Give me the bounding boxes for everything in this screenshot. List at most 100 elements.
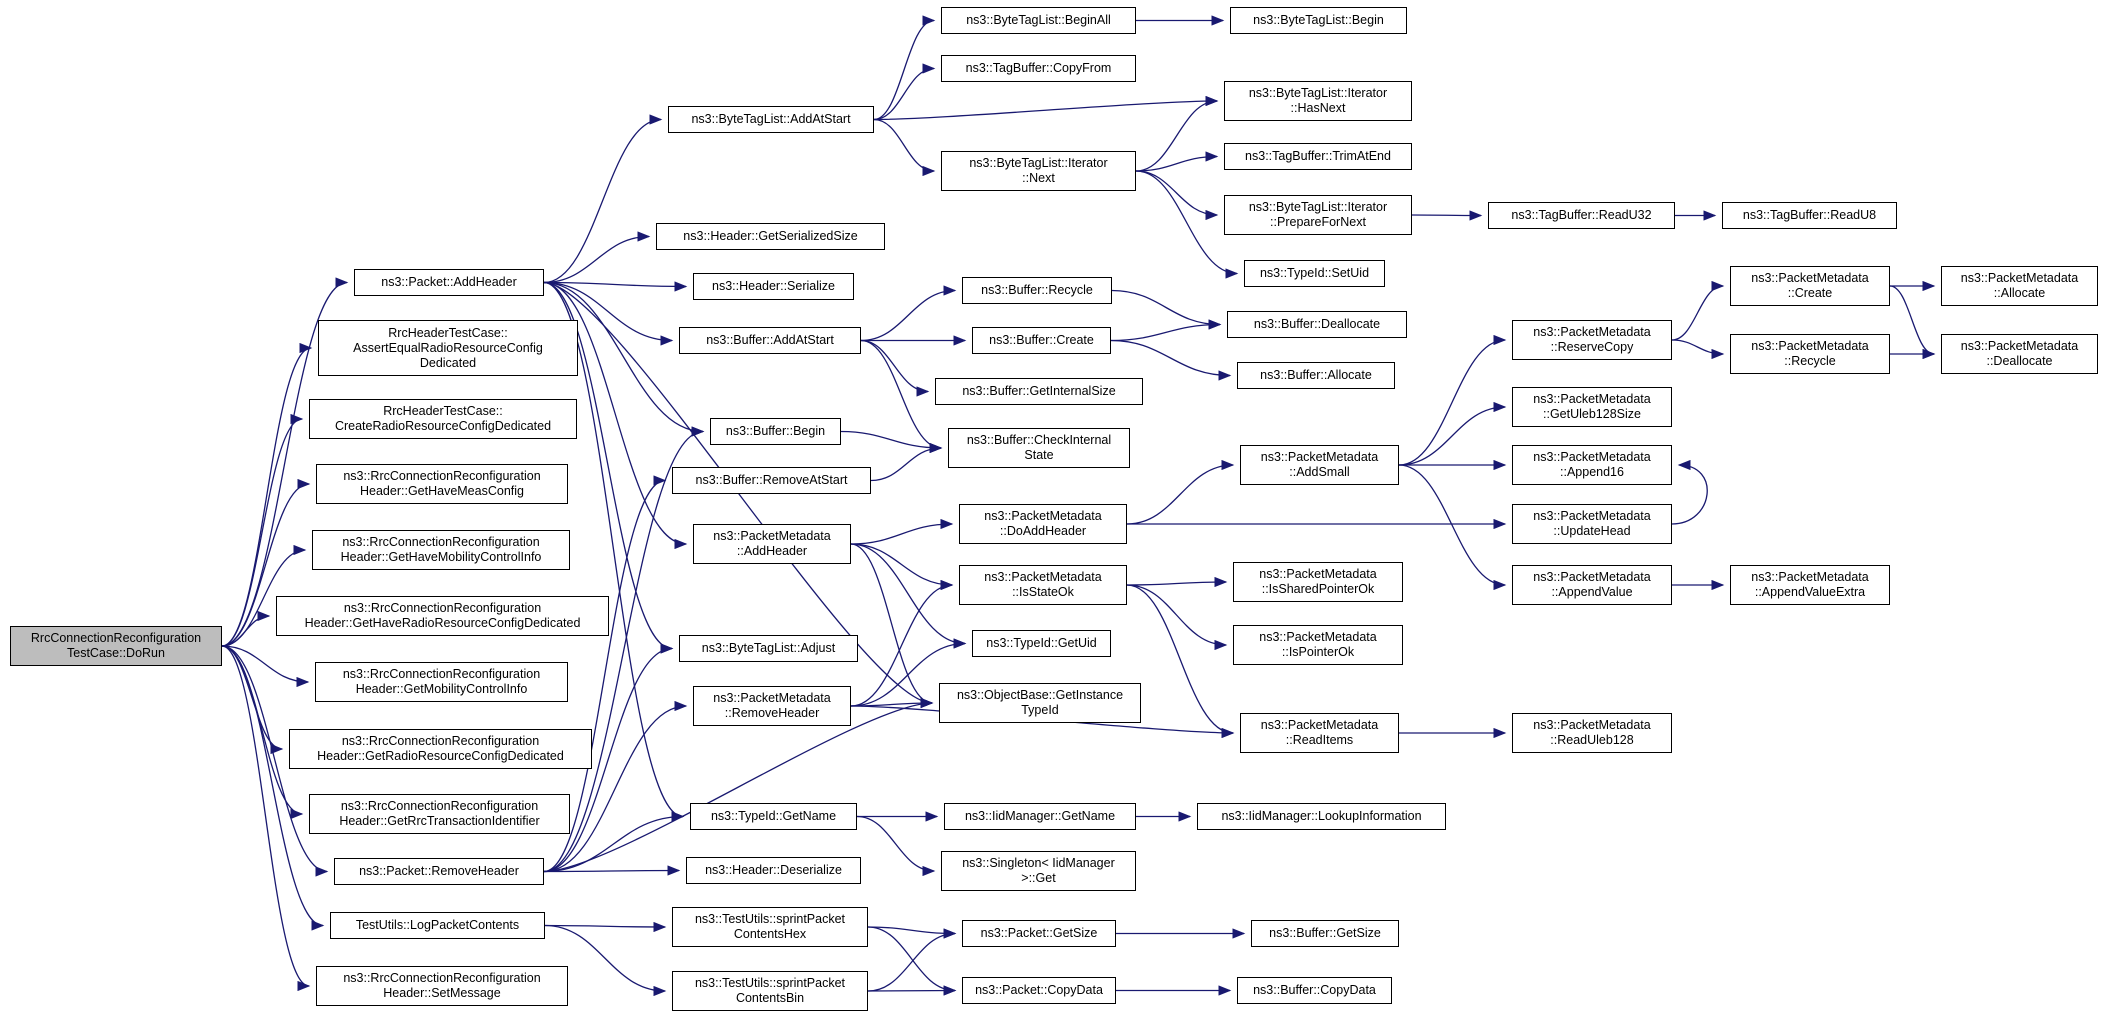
- graph-node-btl_iter_next[interactable]: ns3::ByteTagList::Iterator ::Next: [941, 151, 1136, 191]
- graph-node-packet_copydata[interactable]: ns3::Packet::CopyData: [962, 977, 1116, 1004]
- graph-node-buffer_create[interactable]: ns3::Buffer::Create: [972, 327, 1111, 354]
- graph-node-label: ns3::RrcConnectionReconfiguration Header…: [317, 734, 564, 763]
- graph-node-tagbuffer_readu8[interactable]: ns3::TagBuffer::ReadU8: [1722, 202, 1897, 229]
- call-edge-packet_addheader--btl_adjust: [543, 281, 674, 654]
- call-edge-pm_addsmall--pm_getuleb128size: [1398, 401, 1507, 466]
- graph-node-buffer_getsize[interactable]: ns3::Buffer::GetSize: [1251, 920, 1399, 947]
- graph-node-typeid_getuid[interactable]: ns3::TypeId::GetUid: [972, 630, 1111, 657]
- call-edge-sprint_bin--packet_copydata: [867, 985, 957, 996]
- graph-node-sprint_hex[interactable]: ns3::TestUtils::sprintPacket ContentsHex: [672, 907, 868, 947]
- graph-node-typeid_getname[interactable]: ns3::TypeId::GetName: [690, 803, 857, 830]
- graph-node-btl_beginall[interactable]: ns3::ByteTagList::BeginAll: [941, 7, 1136, 34]
- graph-node-pm_appendvalue[interactable]: ns3::PacketMetadata ::AppendValue: [1512, 565, 1672, 605]
- call-edge-pm_isstateok--pm_issharedpointerok: [1126, 576, 1228, 588]
- call-edge-buffer_addatstart--buffer_checkinternalstate: [860, 339, 943, 454]
- graph-node-buffer_begin[interactable]: ns3::Buffer::Begin: [710, 418, 841, 445]
- graph-node-buffer_checkinternalstate[interactable]: ns3::Buffer::CheckInternal State: [948, 428, 1130, 468]
- graph-node-btl_iter_hasnext[interactable]: ns3::ByteTagList::Iterator ::HasNext: [1224, 81, 1412, 121]
- graph-node-assert_equal[interactable]: RrcHeaderTestCase:: AssertEqualRadioReso…: [318, 320, 578, 376]
- graph-node-set_message[interactable]: ns3::RrcConnectionReconfiguration Header…: [316, 966, 568, 1006]
- graph-node-pm_updatehead[interactable]: ns3::PacketMetadata ::UpdateHead: [1512, 504, 1672, 544]
- graph-node-label: ns3::PacketMetadata ::Allocate: [1960, 271, 2079, 300]
- call-edge-btl_iter_next--tagbuffer_trimatend: [1135, 151, 1219, 172]
- call-edge-btl_addatstart--tagbuffer_copyfrom: [873, 63, 936, 121]
- graph-node-sprint_bin[interactable]: ns3::TestUtils::sprintPacket ContentsBin: [672, 971, 868, 1011]
- graph-node-buffer_recycle[interactable]: ns3::Buffer::Recycle: [962, 277, 1112, 304]
- graph-node-btl_addatstart[interactable]: ns3::ByteTagList::AddAtStart: [668, 106, 874, 133]
- graph-node-log_packet[interactable]: TestUtils::LogPacketContents: [330, 912, 545, 939]
- graph-node-header_getserializedsize[interactable]: ns3::Header::GetSerializedSize: [656, 223, 885, 250]
- graph-node-packet_getsize[interactable]: ns3::Packet::GetSize: [962, 920, 1116, 947]
- call-edge-packet_addheader--buffer_begin: [543, 281, 705, 437]
- graph-node-iid_lookupinformation[interactable]: ns3::IidManager::LookupInformation: [1197, 803, 1446, 830]
- graph-node-pm_appendvalueextra[interactable]: ns3::PacketMetadata ::AppendValueExtra: [1730, 565, 1890, 605]
- graph-node-get_radio[interactable]: ns3::RrcConnectionReconfiguration Header…: [289, 729, 592, 769]
- graph-node-get_rrc_trans[interactable]: ns3::RrcConnectionReconfiguration Header…: [309, 794, 570, 834]
- graph-node-get_have_mob[interactable]: ns3::RrcConnectionReconfiguration Header…: [312, 530, 570, 570]
- graph-node-buffer_copydata[interactable]: ns3::Buffer::CopyData: [1237, 977, 1392, 1004]
- graph-node-label: ns3::Buffer::RemoveAtStart: [695, 473, 848, 487]
- graph-node-buffer_removeatstart[interactable]: ns3::Buffer::RemoveAtStart: [672, 467, 871, 494]
- graph-node-pm_append16[interactable]: ns3::PacketMetadata ::Append16: [1512, 445, 1672, 485]
- graph-node-get_mob[interactable]: ns3::RrcConnectionReconfiguration Header…: [315, 662, 568, 702]
- graph-node-get_have_meas[interactable]: ns3::RrcConnectionReconfiguration Header…: [316, 464, 568, 504]
- graph-node-pm_create[interactable]: ns3::PacketMetadata ::Create: [1730, 266, 1890, 306]
- graph-node-buffer_getinternalsize[interactable]: ns3::Buffer::GetInternalSize: [935, 378, 1143, 405]
- graph-node-buffer_allocate[interactable]: ns3::Buffer::Allocate: [1237, 362, 1395, 389]
- graph-node-label: ns3::PacketMetadata ::Create: [1751, 271, 1869, 300]
- call-edge-typeid_getname--singleton_get: [856, 815, 936, 877]
- graph-node-pm_issharedpointerok[interactable]: ns3::PacketMetadata ::IsSharedPointerOk: [1233, 562, 1403, 602]
- graph-node-pm_readuleb128[interactable]: ns3::PacketMetadata ::ReadUleb128: [1512, 713, 1672, 753]
- graph-node-pm_isstateok[interactable]: ns3::PacketMetadata ::IsStateOk: [959, 565, 1127, 605]
- graph-node-pm_deallocate[interactable]: ns3::PacketMetadata ::Deallocate: [1941, 334, 2098, 374]
- graph-node-pm_addheader[interactable]: ns3::PacketMetadata ::AddHeader: [693, 524, 851, 564]
- graph-node-label: ns3::TagBuffer::TrimAtEnd: [1245, 149, 1391, 163]
- graph-node-pm_addsmall[interactable]: ns3::PacketMetadata ::AddSmall: [1240, 445, 1399, 485]
- graph-node-header_serialize[interactable]: ns3::Header::Serialize: [693, 273, 854, 300]
- graph-node-tagbuffer_readu32[interactable]: ns3::TagBuffer::ReadU32: [1488, 202, 1675, 229]
- graph-node-pm_ispointerok[interactable]: ns3::PacketMetadata ::IsPointerOk: [1233, 625, 1403, 665]
- graph-node-pm_reservecopy[interactable]: ns3::PacketMetadata ::ReserveCopy: [1512, 320, 1672, 360]
- graph-node-dorun[interactable]: RrcConnectionReconfiguration TestCase::D…: [10, 626, 222, 666]
- call-edge-pm_reservecopy--pm_create: [1671, 280, 1725, 341]
- graph-node-label: ns3::Buffer::Allocate: [1260, 368, 1372, 382]
- graph-node-label: ns3::ByteTagList::BeginAll: [966, 13, 1111, 27]
- graph-node-packet_removeheader[interactable]: ns3::Packet::RemoveHeader: [334, 858, 544, 885]
- graph-node-tagbuffer_copyfrom[interactable]: ns3::TagBuffer::CopyFrom: [941, 55, 1136, 82]
- graph-node-get_have_radio[interactable]: ns3::RrcConnectionReconfiguration Header…: [276, 596, 609, 636]
- graph-node-label: ns3::TagBuffer::ReadU8: [1742, 208, 1877, 222]
- graph-node-label: ns3::PacketMetadata ::AppendValue: [1533, 570, 1651, 599]
- graph-node-pm_recycle[interactable]: ns3::PacketMetadata ::Recycle: [1730, 334, 1890, 374]
- call-edge-pm_isstateok--pm_ispointerok: [1126, 584, 1228, 651]
- graph-node-label: ns3::PacketMetadata ::IsSharedPointerOk: [1259, 567, 1377, 596]
- call-edge-sprint_hex--packet_copydata: [867, 926, 957, 996]
- graph-node-iid_getname[interactable]: ns3::IidManager::GetName: [944, 803, 1136, 830]
- graph-node-header_deserialize[interactable]: ns3::Header::Deserialize: [686, 857, 861, 884]
- graph-node-label: ns3::Packet::CopyData: [975, 983, 1103, 997]
- graph-node-pm_removeheader[interactable]: ns3::PacketMetadata ::RemoveHeader: [693, 686, 851, 726]
- call-edge-buffer_create--buffer_allocate: [1110, 339, 1232, 381]
- graph-node-label: ns3::Buffer::Recycle: [981, 283, 1093, 297]
- graph-node-getinstancetypeid[interactable]: ns3::ObjectBase::GetInstance TypeId: [939, 683, 1141, 723]
- graph-node-create_rrcd[interactable]: RrcHeaderTestCase:: CreateRadioResourceC…: [309, 399, 577, 439]
- graph-node-pm_getuleb128size[interactable]: ns3::PacketMetadata ::GetUleb128Size: [1512, 387, 1672, 427]
- graph-node-singleton_get[interactable]: ns3::Singleton< IidManager >::Get: [941, 851, 1136, 891]
- graph-node-pm_allocate[interactable]: ns3::PacketMetadata ::Allocate: [1941, 266, 2098, 306]
- call-edge-dorun--get_mob: [221, 645, 310, 688]
- call-edge-btl_iter_preparefornext--tagbuffer_readu32: [1411, 210, 1483, 221]
- call-edge-packet_addheader--typeid_getname: [543, 281, 685, 822]
- graph-node-pm_doaddheader[interactable]: ns3::PacketMetadata ::DoAddHeader: [959, 504, 1127, 544]
- graph-node-buffer_addatstart[interactable]: ns3::Buffer::AddAtStart: [679, 327, 861, 354]
- graph-node-label: ns3::PacketMetadata ::ReadItems: [1260, 718, 1379, 747]
- graph-node-btl_iter_preparefornext[interactable]: ns3::ByteTagList::Iterator ::PrepareForN…: [1224, 195, 1412, 235]
- graph-node-btl_begin[interactable]: ns3::ByteTagList::Begin: [1230, 7, 1407, 34]
- graph-node-tagbuffer_trimatend[interactable]: ns3::TagBuffer::TrimAtEnd: [1224, 143, 1412, 170]
- graph-node-buffer_deallocate[interactable]: ns3::Buffer::Deallocate: [1227, 311, 1407, 338]
- graph-node-btl_adjust[interactable]: ns3::ByteTagList::Adjust: [679, 635, 858, 662]
- graph-node-packet_addheader[interactable]: ns3::Packet::AddHeader: [354, 269, 544, 296]
- call-edge-packet_addheader--header_getserializedsize: [543, 231, 651, 284]
- graph-node-typeid_setuid[interactable]: ns3::TypeId::SetUid: [1244, 260, 1385, 287]
- graph-node-pm_readitems[interactable]: ns3::PacketMetadata ::ReadItems: [1240, 713, 1399, 753]
- call-edge-packet_addheader--btl_addatstart: [543, 114, 663, 284]
